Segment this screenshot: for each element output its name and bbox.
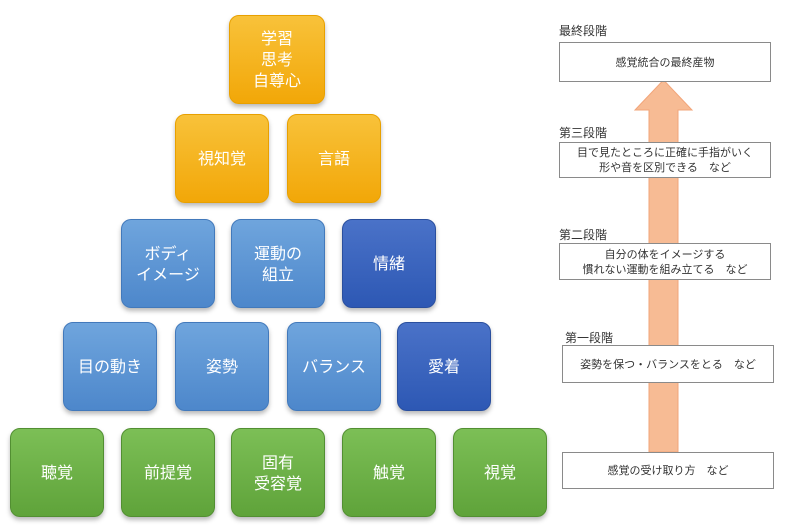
stage-third-title: 第三段階 [559,126,608,140]
stage-base-desc: 感覚の受け取り方 など [562,452,774,489]
block-attachment: 愛着 [397,322,491,411]
stage-final-desc: 感覚統合の最終産物 [559,42,771,82]
block-language: 言語 [287,114,381,203]
stage-final-title: 最終段階 [559,24,608,38]
block-vestibular: 前提覚 [121,428,215,517]
block-vision: 視覚 [453,428,547,517]
block-hearing: 聴覚 [10,428,104,517]
block-motor-planning: 運動の 組立 [231,219,325,308]
stage-second-desc: 自分の体をイメージする 慣れない運動を組み立てる など [559,243,771,280]
block-learning-thinking-selfesteem: 学習 思考 自尊心 [229,15,325,104]
block-eye-movement: 目の動き [63,322,157,411]
stage-first-title: 第一段階 [565,331,614,345]
stage-first-desc: 姿勢を保つ・バランスをとる など [562,345,774,383]
block-proprioception: 固有 受容覚 [231,428,325,517]
block-visual-perception: 視知覚 [175,114,269,203]
block-touch: 触覚 [342,428,436,517]
block-body-image: ボディ イメージ [121,219,215,308]
stage-second-title: 第二段階 [559,228,608,242]
stage-third-desc: 目で見たところに正確に手指がいく 形や音を区別できる など [559,142,771,178]
block-emotion: 情緒 [342,219,436,308]
block-posture: 姿勢 [175,322,269,411]
block-balance: バランス [287,322,381,411]
